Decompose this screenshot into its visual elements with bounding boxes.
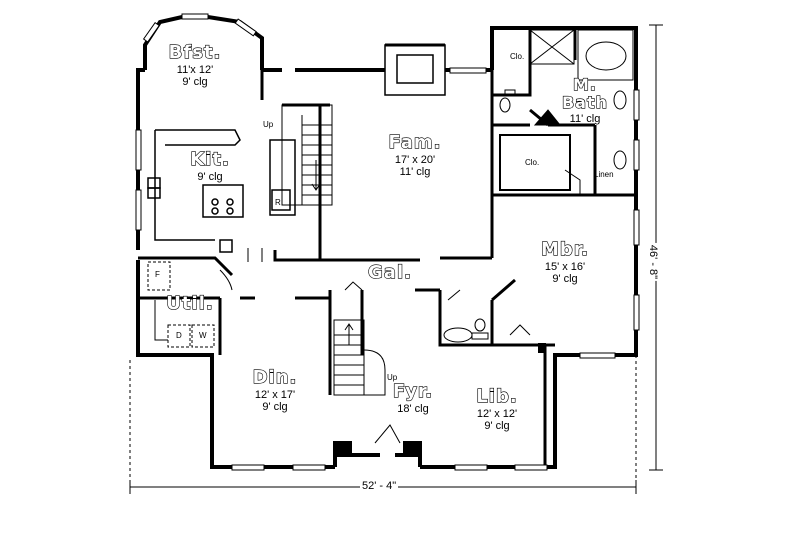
closet-label-top: Clo. [510,52,525,61]
room-name: Fyr. [392,381,434,403]
room-dimensions: 17' x 20' [394,153,436,166]
room-dimensions: 11'x 12' [176,63,214,76]
room-ceiling: 11' clg [569,112,601,125]
overall-depth-dimension: 46' - 8" [647,242,660,282]
room-dimensions: 12' x 17' [254,388,296,401]
room-label-mbath: M. Bath 11' clg [555,74,615,125]
column-front-right [335,443,349,457]
room-ceiling: 9' clg [484,420,510,433]
freezer-label: F [155,270,160,279]
washer-label: W [199,331,207,340]
room-name: Din. [252,367,298,389]
dryer-label: D [176,331,182,340]
room-name: Kit. [190,149,230,171]
room-label-din: Din. 12' x 17' 9' clg [240,367,310,414]
room-name: Mbr. [540,239,589,261]
room-dimensions: 15' x 16' [544,260,586,273]
room-name: Lib. [476,386,518,408]
linen-label: Linen [594,170,614,179]
column-lib [538,343,546,353]
refrigerator-label: R [275,198,281,207]
room-label-lib: Lib. 12' x 12' 9' clg [462,386,532,433]
stair-up-label-foyer: Up [387,373,398,382]
room-label-fam: Fam. 17' x 20' 11' clg [380,132,450,179]
room-ceiling: 9' clg [197,170,223,183]
room-name: Bfst. [168,42,222,64]
column-front-left [405,443,419,457]
utility-fixtures [147,261,215,348]
room-ceiling: 9' clg [182,76,208,89]
room-label-util: Util. [160,293,220,315]
room-label-kit: Kit. 9' clg [180,149,240,183]
room-ceiling: 18' clg [397,402,429,415]
room-label-bfst: Bfst. 11'x 12' 9' clg [165,42,225,89]
closet-label-bath: Clo. [525,158,540,167]
windows [135,13,640,471]
doors [219,169,581,444]
room-dimensions: 12' x 12' [476,407,518,420]
room-label-gal: Gal. [360,262,420,284]
room-ceiling: 9' clg [262,401,288,414]
stair-up-label-family: Up [263,120,274,129]
room-name-line1: M. [572,74,597,94]
bath-fixtures [443,29,634,343]
room-name: Gal. [367,262,412,284]
room-label-fyr: Fyr. 18' clg [383,381,443,415]
stairs [281,104,386,396]
room-label-mbr: Mbr. 15' x 16' 9' clg [530,239,600,286]
room-ceiling: 9' clg [552,273,578,286]
room-name: Util. [166,293,214,315]
room-name-line2: Bath [561,93,609,113]
fireplace [384,43,446,96]
room-ceiling: 11' clg [399,166,431,179]
overall-width-dimension: 52' - 4" [360,480,399,492]
room-name: Fam. [388,132,442,154]
